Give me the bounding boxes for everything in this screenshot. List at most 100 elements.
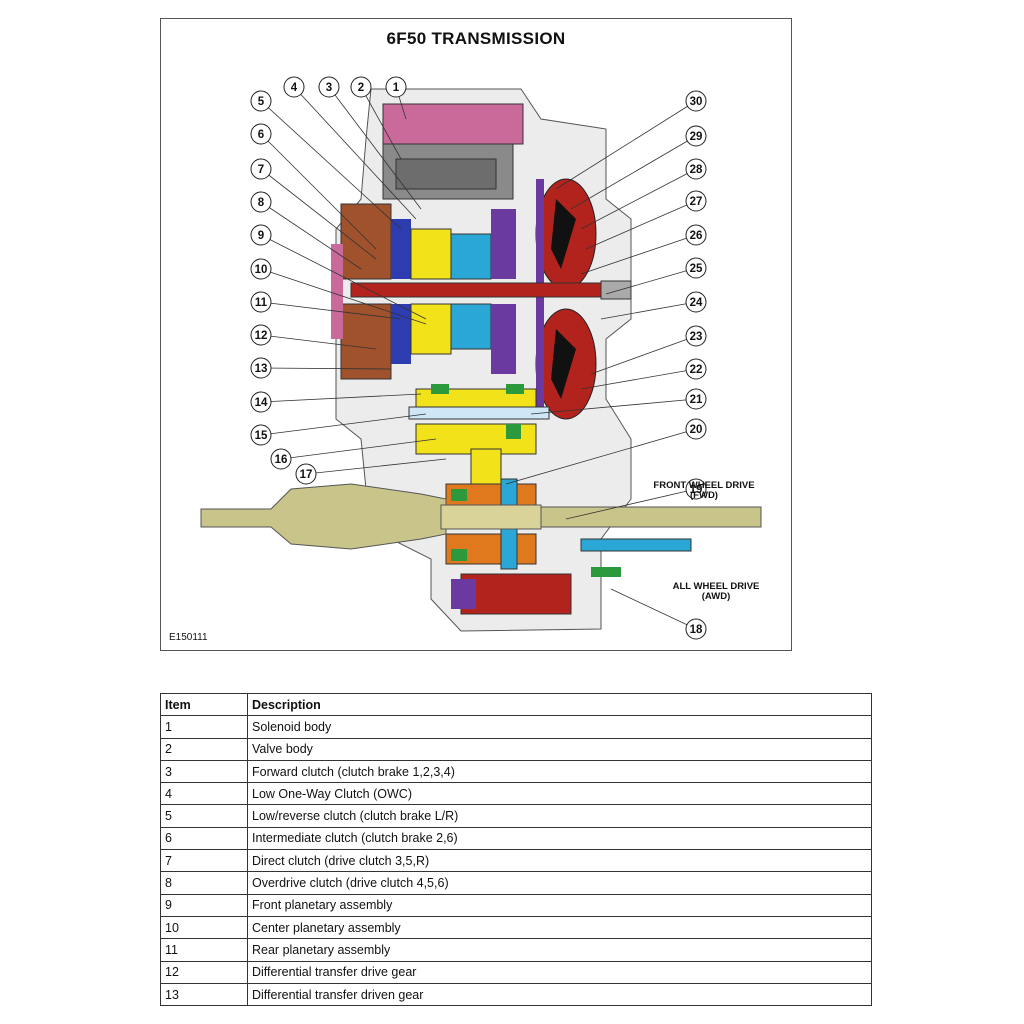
callout-number: 9 <box>258 230 264 242</box>
callout-3: 3 <box>318 76 422 210</box>
callout-12: 12 <box>250 324 377 350</box>
callout-number: 1 <box>393 82 400 94</box>
callout-leader-line <box>260 367 392 370</box>
callout-number: 27 <box>690 196 703 208</box>
item-number-cell: 4 <box>160 782 248 806</box>
item-number-cell: 2 <box>160 737 248 761</box>
callout-5: 5 <box>250 90 402 230</box>
callout-circle <box>295 463 317 485</box>
callout-number: 7 <box>258 164 264 176</box>
awd-label: ALL WHEEL DRIVE (AWD) <box>666 582 766 602</box>
callout-leader-line <box>565 488 697 520</box>
callout-22: 22 <box>580 358 707 390</box>
callout-circle <box>250 123 272 145</box>
callout-leader-line <box>260 168 377 260</box>
callout-leader-line <box>590 335 697 375</box>
callout-18: 18 <box>610 588 707 640</box>
item-description-cell: Differential transfer driven gear <box>247 982 872 1007</box>
callout-circle <box>385 76 407 98</box>
callout-number: 30 <box>690 96 703 108</box>
callout-leader-line <box>580 168 697 230</box>
callout-leader-line <box>555 100 697 190</box>
callout-leader-line <box>305 458 447 475</box>
callout-28: 28 <box>580 158 707 230</box>
callout-number: 5 <box>258 96 265 108</box>
item-number-cell: 10 <box>160 915 248 940</box>
callout-circle <box>685 224 707 246</box>
item-description-cell: Intermediate clutch (clutch brake 2,6) <box>247 826 872 851</box>
callout-circle <box>685 125 707 147</box>
callout-number: 16 <box>275 454 288 466</box>
callout-circle <box>250 224 272 246</box>
callout-9: 9 <box>250 224 427 320</box>
fwd-label: FRONT WHEEL DRIVE (FWD) <box>649 481 759 501</box>
half-shafts <box>200 483 762 550</box>
callout-circle <box>250 324 272 346</box>
callout-26: 26 <box>580 224 707 275</box>
callout-24: 24 <box>600 291 707 320</box>
callout-circle <box>685 158 707 180</box>
callout-number: 10 <box>255 264 268 276</box>
callout-number: 3 <box>326 82 332 94</box>
callout-number: 24 <box>690 297 703 309</box>
callout-number: 21 <box>690 394 703 406</box>
main-input-shaft <box>350 282 607 298</box>
item-number-cell: 5 <box>160 804 248 828</box>
callout-7: 7 <box>250 158 377 260</box>
callout-8: 8 <box>250 191 362 270</box>
callout-circle <box>283 76 305 98</box>
callout-circle <box>250 90 272 112</box>
callout-19: 19 <box>565 478 707 520</box>
callout-23: 23 <box>590 325 707 375</box>
callout-number: 17 <box>300 469 313 481</box>
callout-circle <box>250 391 272 413</box>
item-number-cell: 11 <box>160 938 248 962</box>
item-description-cell: Forward clutch (clutch brake 1,2,3,4) <box>247 759 872 784</box>
callout-leader-line <box>580 234 697 275</box>
item-description-cell: Rear planetary assembly <box>247 938 872 962</box>
callout-leader-line <box>260 201 362 270</box>
callout-13: 13 <box>250 357 392 379</box>
callout-number: 8 <box>258 197 265 209</box>
callout-leader-line <box>260 268 427 325</box>
callout-circle <box>685 190 707 212</box>
item-description-cell: Differential transfer drive gear <box>247 960 872 984</box>
torque-converter-shape <box>535 178 597 420</box>
item-number-cell: 6 <box>160 826 248 851</box>
callout-circle <box>685 618 707 640</box>
figure-id: E150111 <box>169 632 208 643</box>
callout-circle <box>270 448 292 470</box>
item-description-cell: Front planetary assembly <box>247 893 872 917</box>
callout-circle <box>685 388 707 410</box>
fwd-label-line2: (FWD) <box>690 490 718 501</box>
item-number-cell: 3 <box>160 759 248 784</box>
callout-number: 14 <box>255 397 268 409</box>
callout-number: 29 <box>690 131 703 143</box>
item-number-cell: 1 <box>160 715 248 739</box>
callout-leader-line <box>260 301 402 320</box>
item-number-cell: 9 <box>160 893 248 917</box>
callout-leader-line <box>260 234 427 320</box>
solenoid-body-shape <box>382 103 524 145</box>
callout-10: 10 <box>250 258 427 325</box>
callout-leader-line <box>260 133 377 250</box>
callout-14: 14 <box>250 391 422 413</box>
callout-number: 2 <box>358 82 364 94</box>
callout-circle <box>685 257 707 279</box>
callout-circle <box>685 90 707 112</box>
callout-2: 2 <box>350 76 402 160</box>
callout-4: 4 <box>283 76 417 220</box>
callout-circle <box>685 291 707 313</box>
callout-circle <box>250 291 272 313</box>
callout-leader-line <box>293 86 417 220</box>
